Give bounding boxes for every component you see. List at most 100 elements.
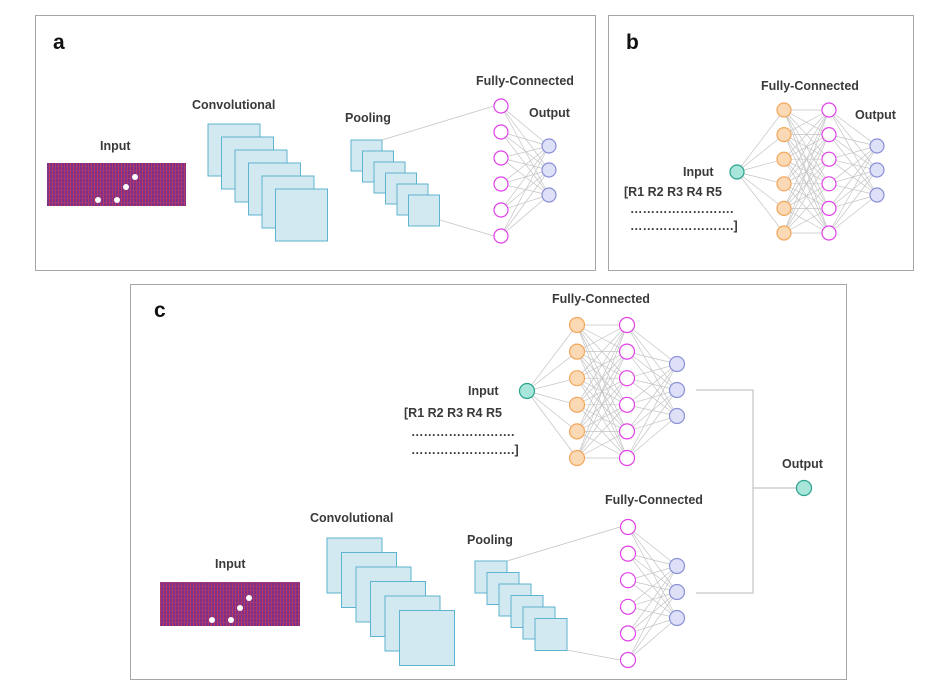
fc-neuron — [568, 343, 586, 360]
connection-line — [500, 145, 550, 159]
connection-line — [626, 363, 678, 459]
connection-line — [828, 194, 878, 234]
connection-line — [526, 351, 578, 392]
fc-neuron — [776, 225, 792, 241]
output-neuron — [668, 609, 686, 627]
connection-line — [627, 565, 678, 661]
connection-line — [500, 145, 550, 211]
input-dot — [95, 197, 101, 203]
connection-line — [783, 159, 830, 234]
connection-line — [576, 404, 628, 459]
input-dot — [237, 605, 243, 611]
connection-line — [736, 171, 785, 209]
connection-line — [828, 134, 878, 147]
pool-to-fc-line — [381, 105, 495, 141]
output-neuron — [869, 162, 885, 178]
connection-line — [626, 351, 678, 365]
panel-a-fc-label: Fully-Connected — [476, 74, 574, 88]
panel-b-input-label: Input — [683, 165, 714, 179]
connection-line — [627, 565, 678, 608]
panel-a-network — [381, 98, 557, 244]
output-neuron — [668, 355, 686, 373]
connection-line — [500, 145, 550, 237]
panel-c-conv-stack — [326, 537, 455, 666]
output-neuron — [541, 187, 557, 203]
connection-line — [783, 109, 830, 160]
connection-line — [526, 377, 578, 392]
connection-line — [783, 109, 830, 234]
connection-line — [576, 324, 628, 379]
connection-line — [626, 415, 678, 459]
connection-line — [626, 363, 678, 406]
connection-line — [500, 194, 550, 237]
fc-neuron — [821, 127, 837, 143]
fc-neuron — [619, 625, 637, 642]
pool-to-fc-line — [439, 219, 495, 237]
panel-c-conv-label: Convolutional — [310, 511, 394, 525]
connection-line — [500, 145, 550, 185]
connection-line — [627, 565, 678, 634]
fc-neuron — [821, 225, 837, 241]
connection-line — [500, 105, 550, 171]
panel-c-pool-stack — [474, 560, 568, 651]
panel-c-merge-lines — [696, 389, 797, 594]
fc-neuron — [619, 545, 637, 562]
connection-line — [526, 390, 578, 459]
fc-neuron — [776, 200, 792, 216]
connection-line — [500, 169, 550, 185]
connection-line — [627, 565, 678, 581]
connection-line — [576, 351, 628, 459]
pool-feature-map — [408, 194, 440, 227]
fc-neuron — [619, 572, 637, 589]
connection-line — [500, 131, 550, 171]
connection-line — [500, 131, 550, 196]
fc-neuron — [821, 102, 837, 118]
panel-c-fc-top-label: Fully-Connected — [552, 292, 650, 306]
panel-c-input-image — [160, 582, 300, 626]
connection-line — [576, 324, 628, 459]
connection-line — [500, 169, 550, 211]
panel-b-tag: b — [626, 31, 639, 54]
connection-line — [783, 109, 830, 184]
fc-neuron — [568, 396, 586, 413]
fc-neuron — [619, 651, 637, 669]
input-dot — [132, 174, 138, 180]
panel-c-sequence-line-2: ……………………. — [411, 425, 515, 439]
connection-line — [526, 390, 578, 432]
panel-c-bottom-network — [506, 518, 686, 669]
panel-c-pool-label: Pooling — [467, 533, 513, 547]
input-dot — [114, 197, 120, 203]
panel-b-sequence-line-2: ……………………. — [630, 202, 734, 216]
connection-line — [576, 378, 628, 459]
panel-a-output-label: Output — [529, 106, 570, 120]
input-dot — [246, 595, 252, 601]
connection-line — [783, 134, 830, 234]
pool-to-fc-line — [506, 526, 621, 562]
connection-line — [500, 183, 550, 196]
connection-line — [626, 389, 678, 459]
fc-neuron — [776, 127, 792, 143]
panel-b-sequence-line-3: …………………….] — [630, 219, 738, 233]
fc-neuron — [619, 598, 637, 615]
connection-line — [736, 171, 785, 185]
output-neuron — [869, 138, 885, 154]
panel-b-network — [729, 102, 885, 241]
fc-neuron — [493, 228, 509, 244]
connection-line — [736, 158, 785, 173]
panel-c-sequence-line-3: …………………….] — [411, 443, 519, 457]
output-neuron — [541, 162, 557, 178]
output-neuron — [668, 557, 686, 575]
output-neuron — [668, 407, 686, 425]
connection-line — [576, 324, 628, 352]
connection-line — [500, 105, 550, 196]
connection-line — [500, 131, 550, 147]
panel-a-tag: a — [53, 31, 65, 54]
conv-feature-map — [275, 188, 328, 242]
fc-neuron — [618, 423, 636, 440]
connection-line — [626, 324, 678, 365]
panel-c-tag: c — [154, 299, 166, 322]
connection-line — [500, 157, 550, 171]
fc-neuron — [618, 316, 636, 334]
input-dot — [228, 617, 234, 623]
connection-line — [526, 324, 578, 392]
